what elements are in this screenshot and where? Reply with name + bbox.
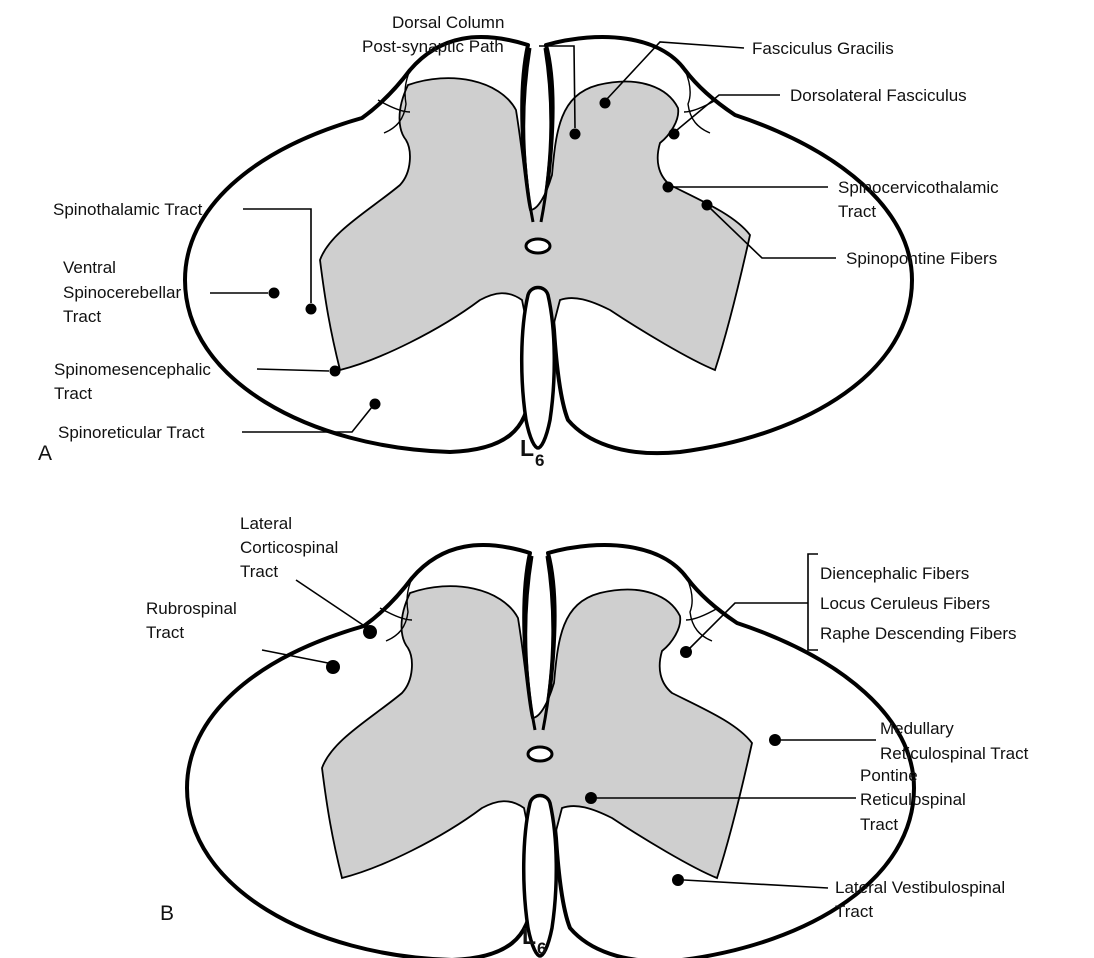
label-lateral-vestibulospinal-2: Tract	[835, 902, 873, 921]
label-spinomesencephalic-1: Spinomesencephalic	[54, 360, 211, 379]
panel-b: Lateral Corticospinal Tract Rubrospinal …	[146, 514, 1029, 958]
label-lateral-corticospinal-3: Tract	[240, 562, 278, 581]
panel-a: Dorsal Column Post-synaptic Path Fascicu…	[38, 13, 999, 470]
label-dorsal-column-2: Post-synaptic Path	[362, 37, 504, 56]
dot-ventral-spinocerebellar	[269, 288, 280, 299]
dot-rubrospinal	[326, 660, 340, 674]
label-ventral-spinocerebellar-1: Ventral	[63, 258, 116, 277]
label-ventral-spinocerebellar-2: Spinocerebellar	[63, 283, 181, 302]
label-spinomesencephalic-2: Tract	[54, 384, 92, 403]
panel-letter-b: B	[160, 902, 174, 925]
dot-fasciculus-gracilis	[600, 98, 611, 109]
leader-lateral-corticospinal	[296, 580, 366, 627]
dot-medullary-reticulospinal	[769, 734, 781, 746]
label-rubrospinal-2: Tract	[146, 623, 184, 642]
label-rubrospinal-1: Rubrospinal	[146, 599, 237, 618]
label-spinoreticular: Spinoreticular Tract	[58, 423, 205, 442]
dot-spinothalamic	[306, 304, 317, 315]
dot-dorsal-column-postsynaptic	[570, 129, 581, 140]
label-pontine-2: Reticulospinal	[860, 790, 966, 809]
label-fasciculus-gracilis: Fasciculus Gracilis	[752, 39, 894, 58]
label-lateral-corticospinal-2: Corticospinal	[240, 538, 338, 557]
label-spinopontine: Spinopontine Fibers	[846, 249, 997, 268]
label-dorsal-column-1: Dorsal Column	[392, 13, 504, 32]
label-lateral-corticospinal-1: Lateral	[240, 514, 292, 533]
segment-main-b: L	[522, 923, 536, 949]
segment-main-a: L	[520, 435, 534, 461]
dot-spinomesencephalic	[330, 366, 341, 377]
cord-outline-b	[187, 545, 914, 958]
leader-bracket	[808, 554, 818, 650]
label-dorsolateral-fasciculus: Dorsolateral Fasciculus	[790, 86, 967, 105]
label-medullary-2: Reticulospinal Tract	[880, 744, 1029, 763]
segment-sub-b: 6	[537, 939, 546, 958]
label-diencephalic: Diencephalic Fibers	[820, 564, 969, 583]
dot-pontine-reticulospinal	[585, 792, 597, 804]
label-ventral-spinocerebellar-3: Tract	[63, 307, 101, 326]
dot-spinocervicothalamic	[663, 182, 674, 193]
label-locus-ceruleus: Locus Ceruleus Fibers	[820, 594, 990, 613]
panel-letter-a: A	[38, 442, 52, 465]
label-spinothalamic: Spinothalamic Tract	[53, 200, 203, 219]
segment-sub-a: 6	[535, 451, 544, 470]
label-spinocervicothalamic-1: Spinocervicothalamic	[838, 178, 999, 197]
dot-lateral-vestibulospinal	[672, 874, 684, 886]
label-raphe: Raphe Descending Fibers	[820, 624, 1017, 643]
label-lateral-vestibulospinal-1: Lateral Vestibulospinal	[835, 878, 1005, 897]
label-spinocervicothalamic-2: Tract	[838, 202, 876, 221]
label-pontine-1: Pontine	[860, 766, 918, 785]
label-pontine-3: Tract	[860, 815, 898, 834]
label-medullary-1: Medullary	[880, 719, 954, 738]
